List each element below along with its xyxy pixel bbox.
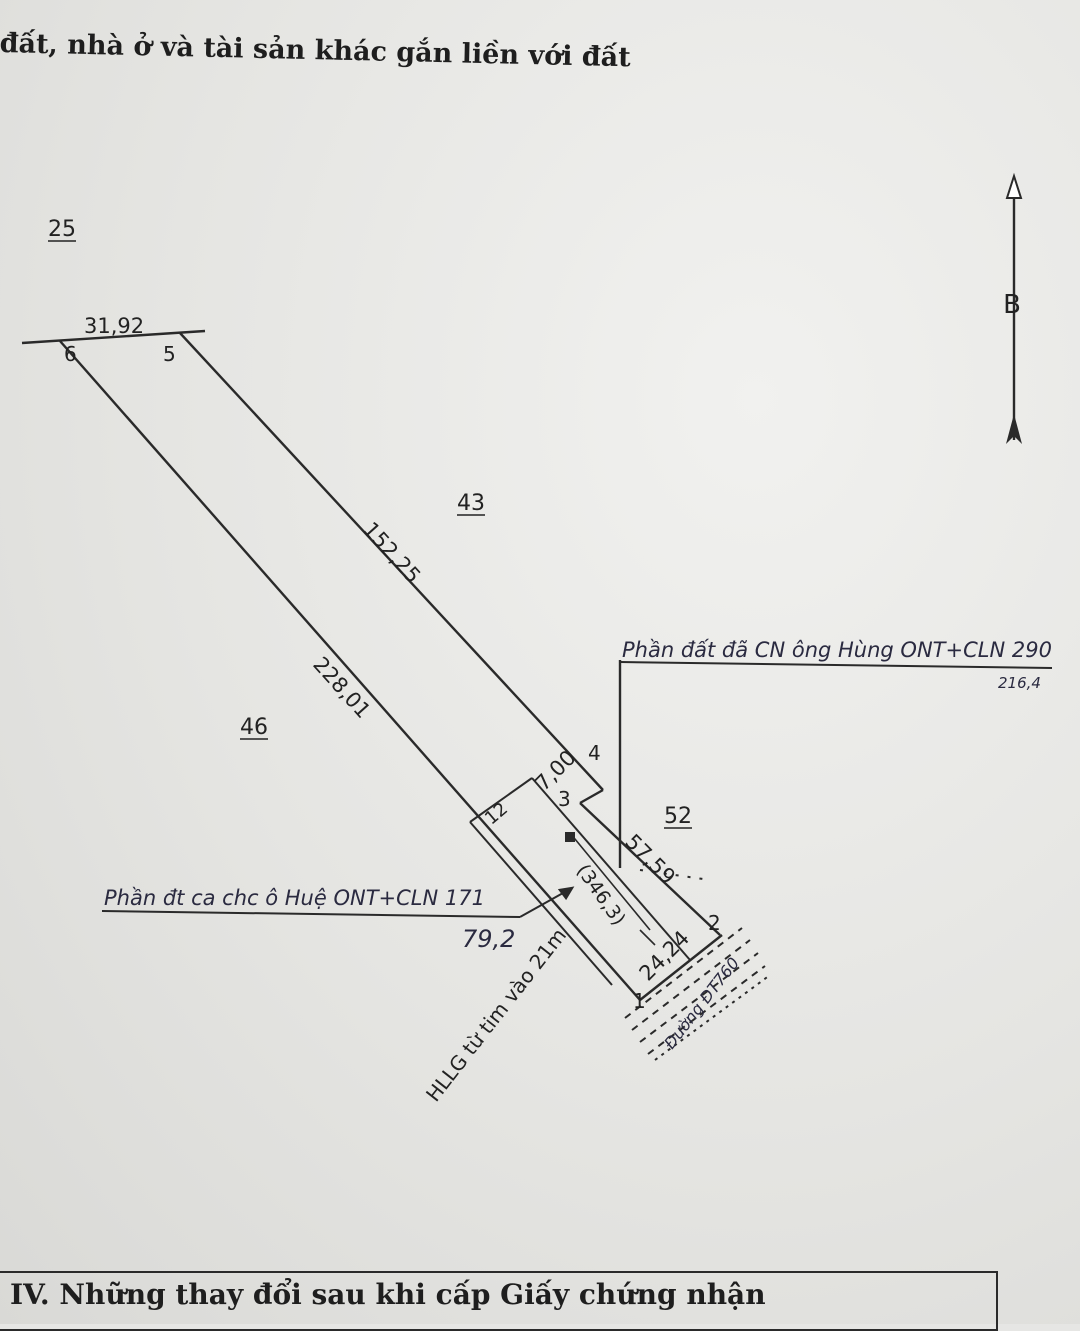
north-label: B	[1003, 290, 1021, 320]
parcel-boundaries	[21, 329, 1053, 1001]
vertex-2: 2	[708, 911, 721, 935]
vertex-5: 5	[163, 342, 176, 366]
step-boundary	[579, 788, 604, 805]
left-note: Phần đt ca chc ô Huệ ONT+CLN 171	[104, 886, 485, 910]
dimension-labels: 31,92 152,25 228,01 7,00 57,59 24,24 (34…	[84, 314, 694, 986]
strip-top-edge	[469, 777, 533, 823]
strip-left-edge	[469, 821, 613, 986]
road-line-1	[624, 927, 743, 1019]
dim-step: 7,00	[531, 745, 581, 795]
strip-right-edge	[531, 777, 691, 961]
vertex-6: 6	[64, 342, 77, 366]
right-boundary	[179, 332, 604, 791]
vertex-4: 4	[588, 741, 601, 765]
strip-marker	[565, 832, 575, 842]
strip-arrow-line	[639, 929, 656, 946]
road-hatching	[624, 869, 771, 1061]
leader-arrowhead	[557, 886, 575, 901]
dim-right-short: 57,59	[620, 830, 679, 889]
inner-strip	[469, 777, 691, 986]
north-arrow-icon: B	[1003, 172, 1023, 444]
road-line-2	[631, 939, 751, 1031]
vertex-1: 1	[633, 989, 646, 1013]
strip-center-line	[569, 832, 651, 931]
dim-right-long: 152,25	[358, 517, 425, 588]
parcel-25: 25	[48, 217, 76, 242]
right-note-underline	[619, 661, 1053, 669]
road-line-3	[639, 952, 759, 1043]
left-note-underline	[101, 910, 521, 918]
vertex-numbers: 1 2 3 4 5 6	[64, 342, 721, 1013]
dim-top: 31,92	[84, 314, 144, 338]
vertex-3: 3	[558, 787, 571, 811]
road-name-label: Đường ĐT760	[660, 954, 743, 1053]
left-boundary	[59, 340, 641, 1001]
road-line-4	[647, 965, 766, 1055]
parcel-43: 43	[457, 491, 485, 516]
left-note-sub: 79,2	[462, 925, 515, 953]
handwritten-notes: Phần đất đã CN ông Hùng ONT+CLN 290 216,…	[104, 638, 1052, 953]
top-boundary	[21, 329, 206, 345]
parcel-46: 46	[240, 715, 268, 740]
parcel-52: 52	[664, 804, 692, 829]
right-note-sub: 216,4	[998, 674, 1041, 692]
front-boundary	[639, 934, 723, 1001]
footer-title: IV. Những thay đổi sau khi cấp Giấy chứn…	[10, 1278, 766, 1311]
right-note: Phần đất đã CN ông Hùng ONT+CLN 290	[622, 638, 1052, 662]
right-short-boundary	[579, 802, 721, 936]
